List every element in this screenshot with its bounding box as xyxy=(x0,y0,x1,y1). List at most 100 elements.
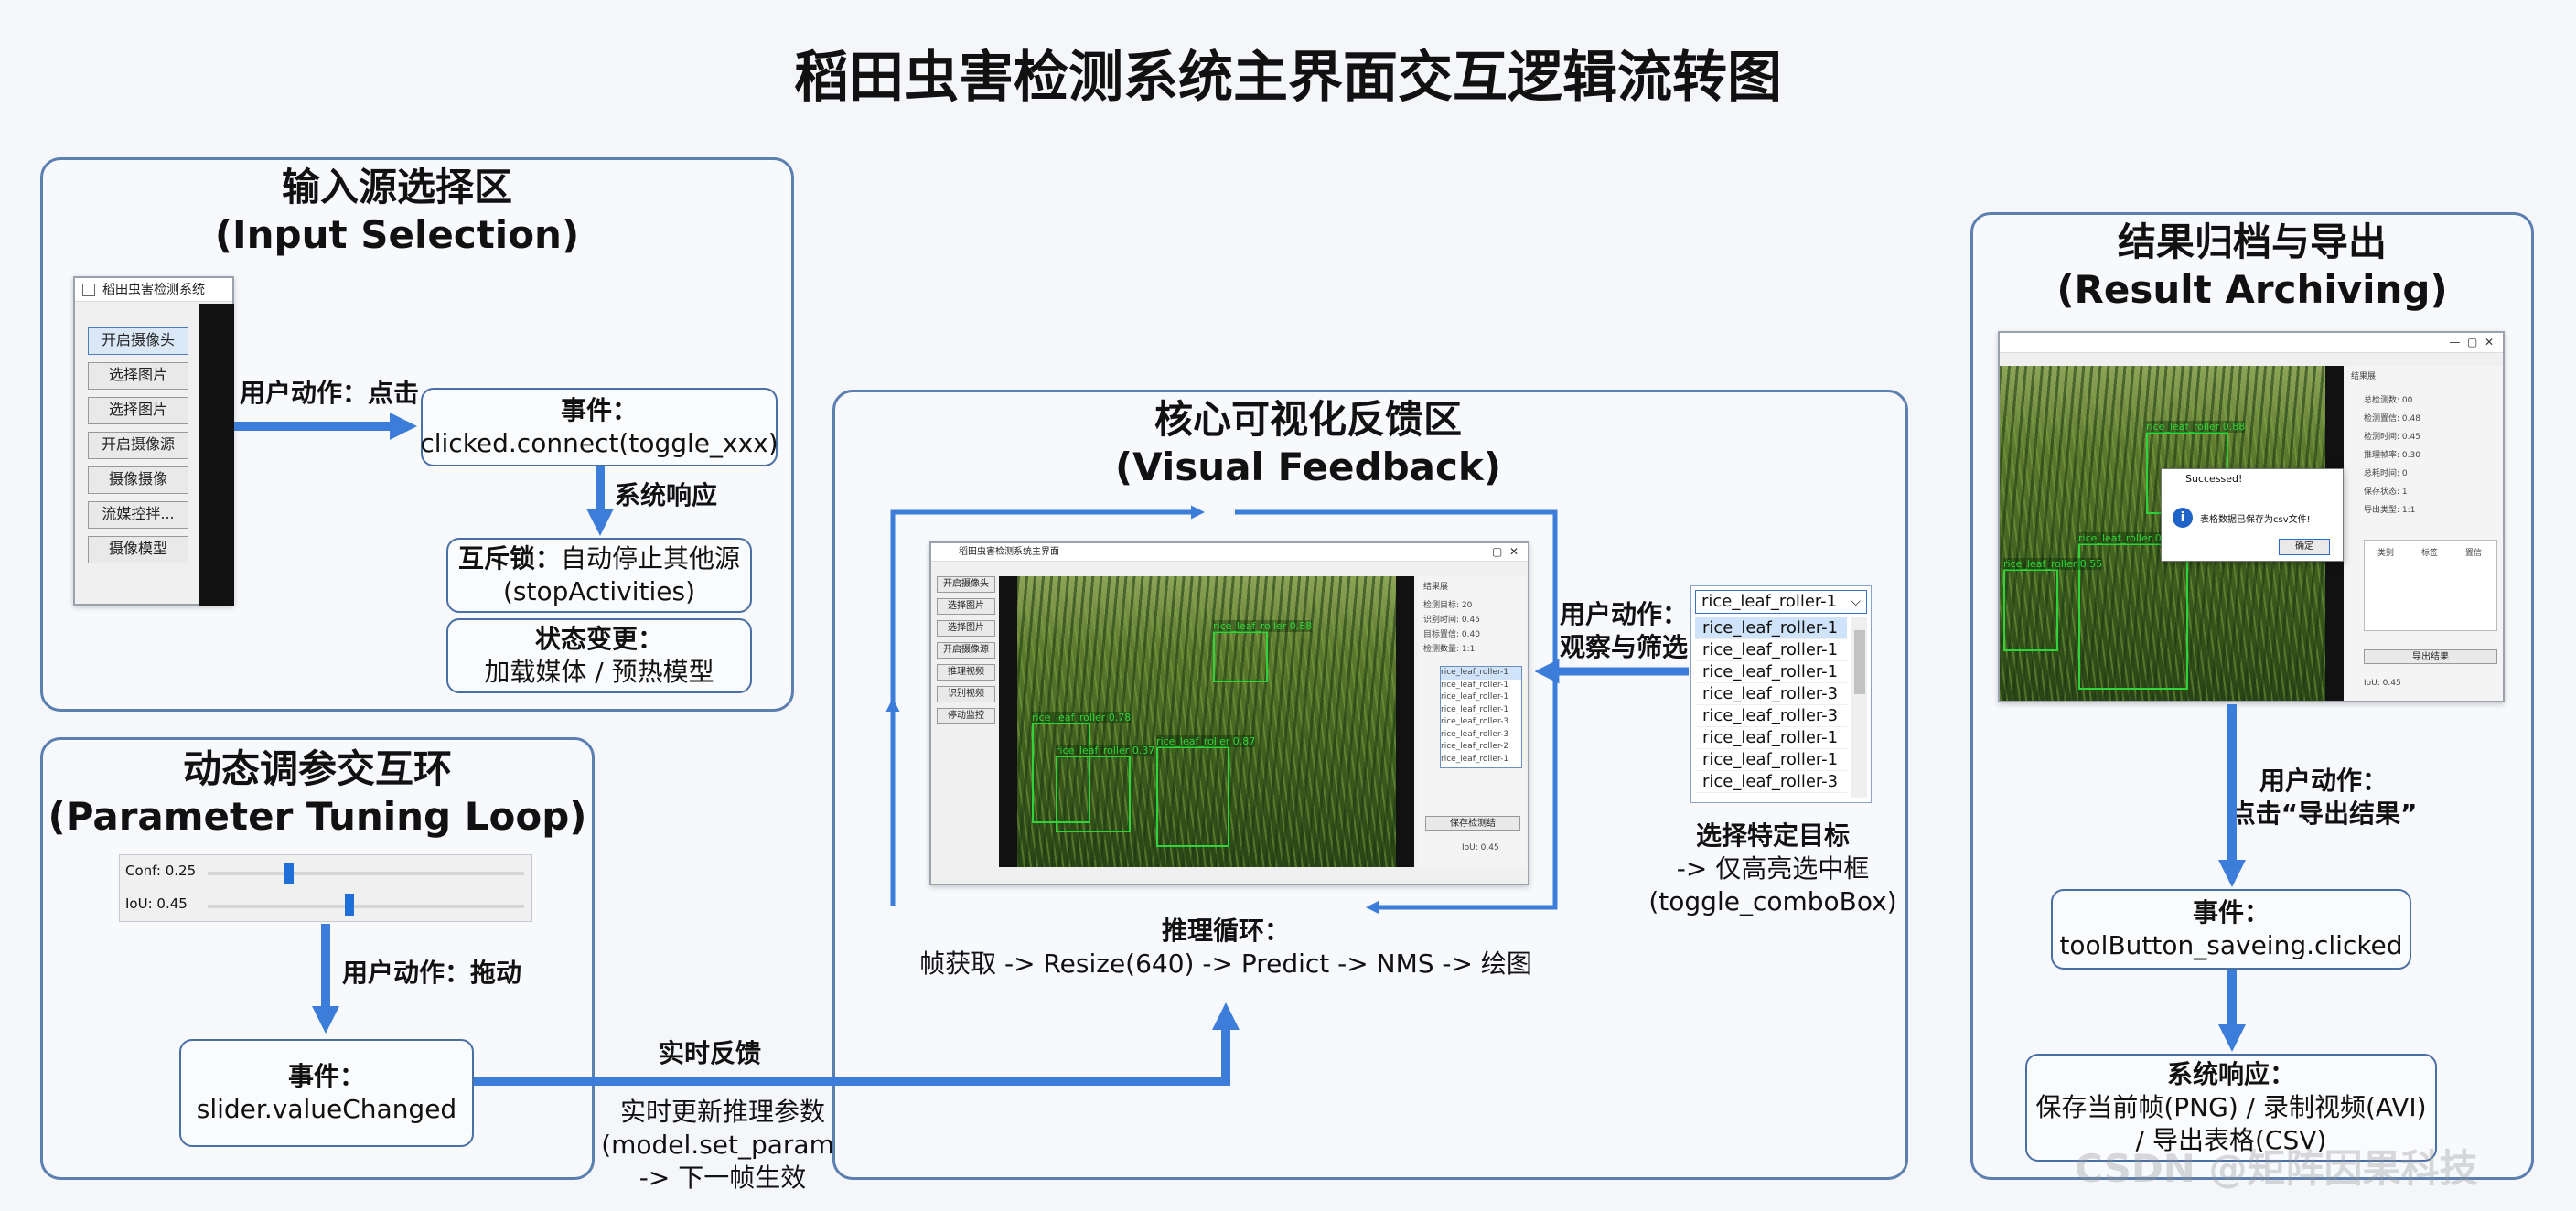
state-text: 加载媒体 / 预热模型 xyxy=(484,657,714,687)
conf-slider-track[interactable] xyxy=(208,872,524,875)
result-mock-window: — ▢ ✕ rice_leaf_roller 0.88 rice_leaf_ro… xyxy=(1998,331,2505,702)
save-result-button[interactable]: 保存检测结 xyxy=(1425,816,1520,831)
result-response-title: 系统响应： xyxy=(2166,1059,2295,1089)
input-mock-window: 稻田虫害检测系统 开启摄像头 选择图片 选择图片 开启摄像源 摄像摄像 流媒控拌… xyxy=(73,276,234,606)
dropdown-item[interactable]: rice_leaf_roller-3 xyxy=(1695,771,1847,793)
iou-slider-track[interactable] xyxy=(208,905,524,908)
mini-combo-row[interactable]: rice_leaf_roller-1 xyxy=(1441,680,1509,690)
result-info-0: 结果展 xyxy=(2351,372,2377,381)
visual-action-title: 用户动作： xyxy=(1559,599,1688,629)
conf-slider-handle[interactable] xyxy=(284,863,294,884)
target-dropdown[interactable]: rice_leaf_roller-1 ⌵ rice_leaf_roller-1 … xyxy=(1690,585,1872,803)
result-info-6: 保存状态: 1 xyxy=(2364,488,2408,497)
result-iou-footer: IoU: 0.45 xyxy=(2364,679,2401,688)
state-title: 状态变更： xyxy=(534,624,663,654)
result-event-box: 事件： toolButton_saveing.clicked xyxy=(2051,889,2411,970)
mini-combo-row[interactable]: rice_leaf_roller-1 xyxy=(1441,667,1521,680)
result-window-titlebar xyxy=(2000,333,2503,353)
detection-label-4: rice_leaf_roller 0.37 xyxy=(1056,745,1155,756)
detection-box-4 xyxy=(1056,756,1131,832)
result-detection-box-3 xyxy=(2003,569,2058,651)
dropdown-item[interactable]: rice_leaf_roller-1 xyxy=(1695,661,1847,683)
dropdown-scrollbar[interactable] xyxy=(1851,617,1867,798)
detection-label-1: rice_leaf_roller 0.88 xyxy=(1213,620,1313,632)
result-side-panel: 结果展 检测目标: 20 识别时间: 0.45 目标置信: 0.40 检测数量:… xyxy=(1418,576,1526,867)
dropdown-list[interactable]: rice_leaf_roller-1 rice_leaf_roller-1 ri… xyxy=(1695,617,1867,798)
result-info-2: 检测置信: 0.48 xyxy=(2364,414,2420,423)
side-btn-select-image[interactable]: 选择图片 xyxy=(937,598,995,615)
mutex-text: 自动停止其他源 xyxy=(561,543,741,573)
mini-combo-row[interactable]: rice_leaf_roller-2 xyxy=(1441,742,1509,751)
mini-combo-list[interactable]: rice_leaf_roller-1 rice_leaf_roller-1 ri… xyxy=(1440,666,1522,768)
dropdown-selected[interactable]: rice_leaf_roller-1 ⌵ xyxy=(1695,590,1867,614)
update-line-3: -> 下一帧生效 xyxy=(639,1163,807,1193)
camera-model-button[interactable]: 摄像模型 xyxy=(88,536,188,563)
loop-text: 帧获取 -> Resize(640) -> Predict -> NMS -> … xyxy=(919,948,1532,979)
video-preview-strip xyxy=(199,304,234,606)
side-btn-camera-source[interactable]: 开启摄像源 xyxy=(937,642,995,659)
open-camera-button[interactable]: 开启摄像头 xyxy=(88,327,188,355)
video-right-bar xyxy=(1396,576,1414,867)
input-event-title: 事件： xyxy=(560,395,638,425)
camera-capture-button[interactable]: 摄像摄像 xyxy=(88,466,188,494)
result-event-title: 事件： xyxy=(2192,897,2270,927)
arrow-event-to-visual xyxy=(474,1002,1240,1086)
main-mock-window: 稻田虫害检测系统主界面 — ▢ ✕ 开启摄像头 选择图片 选择图片 开启摄像源 … xyxy=(929,541,1530,885)
loop-title: 推理循环： xyxy=(1161,916,1290,946)
table-header-0: 类别 xyxy=(2377,549,2395,558)
mutex-box: 互斥锁：自动停止其他源 (stopActivities) xyxy=(446,538,752,613)
detection-label-2: rice_leaf_roller 0.78 xyxy=(1032,712,1132,723)
detection-label-3: rice_leaf_roller 0.87 xyxy=(1156,735,1256,747)
iou-slider-handle[interactable] xyxy=(345,894,354,916)
dialog-title: Successed! xyxy=(2185,473,2243,485)
tuning-action-label: 用户动作：拖动 xyxy=(342,958,522,988)
side-info-3: 目标置信: 0.40 xyxy=(1423,630,1480,639)
visual-panel-title-cn: 核心可视化反馈区 xyxy=(1154,397,1462,442)
side-btn-recognize-video[interactable]: 识别视频 xyxy=(937,686,995,702)
window-controls[interactable]: — ▢ ✕ xyxy=(1474,545,1519,558)
dialog-ok-button[interactable]: 确定 xyxy=(2279,539,2330,555)
mini-combo-row[interactable]: rice_leaf_roller-1 xyxy=(1441,754,1509,764)
result-table: 类别 标签 置信 xyxy=(2364,540,2497,631)
select-target-text: 选择特定目标 -> 仅高亮选中框 (toggle_comboBox) xyxy=(1645,820,1901,918)
iou-label: IoU: 0.45 xyxy=(125,895,188,912)
mini-combo-row[interactable]: rice_leaf_roller-3 xyxy=(1441,717,1509,726)
result-window-controls[interactable]: — ▢ ✕ xyxy=(2449,336,2494,348)
tuning-event-text: slider.valueChanged xyxy=(196,1094,457,1124)
dropdown-item[interactable]: rice_leaf_roller-1 xyxy=(1695,727,1847,749)
page-title: 稻田虫害检测系统主界面交互逻辑流转图 xyxy=(794,46,1782,110)
side-btn-infer-video[interactable]: 推理视频 xyxy=(937,664,995,681)
result-info-5: 总耗时间: 0 xyxy=(2364,469,2408,478)
detection-box-1 xyxy=(1213,631,1268,682)
dropdown-item[interactable]: rice_leaf_roller-3 xyxy=(1695,705,1847,727)
mini-combo-row[interactable]: rice_leaf_roller-1 xyxy=(1441,704,1509,714)
result-panel-title-en: (Result Archiving) xyxy=(2056,267,2448,312)
detection-box-3 xyxy=(1156,746,1229,847)
select-image-button[interactable]: 选择图片 xyxy=(88,362,188,390)
dropdown-item[interactable]: rice_leaf_roller-3 xyxy=(1695,683,1847,705)
dialog-text: 表格数据已保存为csv文件! xyxy=(2200,515,2311,525)
realtime-feedback-label: 实时反馈 xyxy=(659,1038,762,1068)
param-update-text: 实时更新推理参数 (model.set_param) -> 下一帧生效 xyxy=(549,1096,896,1195)
stream-control-button[interactable]: 流媒控拌... xyxy=(88,501,188,529)
dropdown-item[interactable]: rice_leaf_roller-1 xyxy=(1695,749,1847,771)
select-func: (toggle_comboBox) xyxy=(1648,886,1897,916)
chevron-down-icon[interactable]: ⌵ xyxy=(1851,595,1861,609)
side-btn-select-image-2[interactable]: 选择图片 xyxy=(937,620,995,637)
success-dialog: Successed! i 表格数据已保存为csv文件! 确定 xyxy=(2161,468,2344,562)
table-header-1: 标签 xyxy=(2421,549,2439,558)
side-btn-stop-monitor[interactable]: 停动监控 xyxy=(937,708,995,724)
watermark: CSDN @矩阵因果科技 xyxy=(2075,1146,2478,1191)
rice-field-image xyxy=(1017,576,1396,867)
open-camera-source-button[interactable]: 开启摄像源 xyxy=(88,432,188,459)
export-result-button[interactable]: 导出结果 xyxy=(2364,649,2497,664)
dropdown-item[interactable]: rice_leaf_roller-1 xyxy=(1695,639,1847,661)
dropdown-item[interactable]: rice_leaf_roller-1 xyxy=(1695,617,1847,639)
dropdown-scroll-thumb[interactable] xyxy=(1854,630,1865,694)
conf-label: Conf: 0.25 xyxy=(125,863,197,879)
mini-combo-row[interactable]: rice_leaf_roller-1 xyxy=(1441,692,1509,702)
side-btn-open-camera[interactable]: 开启摄像头 xyxy=(937,576,995,593)
select-image-button-2[interactable]: 选择图片 xyxy=(88,397,188,424)
result-response-line2: / 导出表格(CSV) xyxy=(2135,1125,2327,1155)
mini-combo-row[interactable]: rice_leaf_roller-3 xyxy=(1441,729,1509,739)
